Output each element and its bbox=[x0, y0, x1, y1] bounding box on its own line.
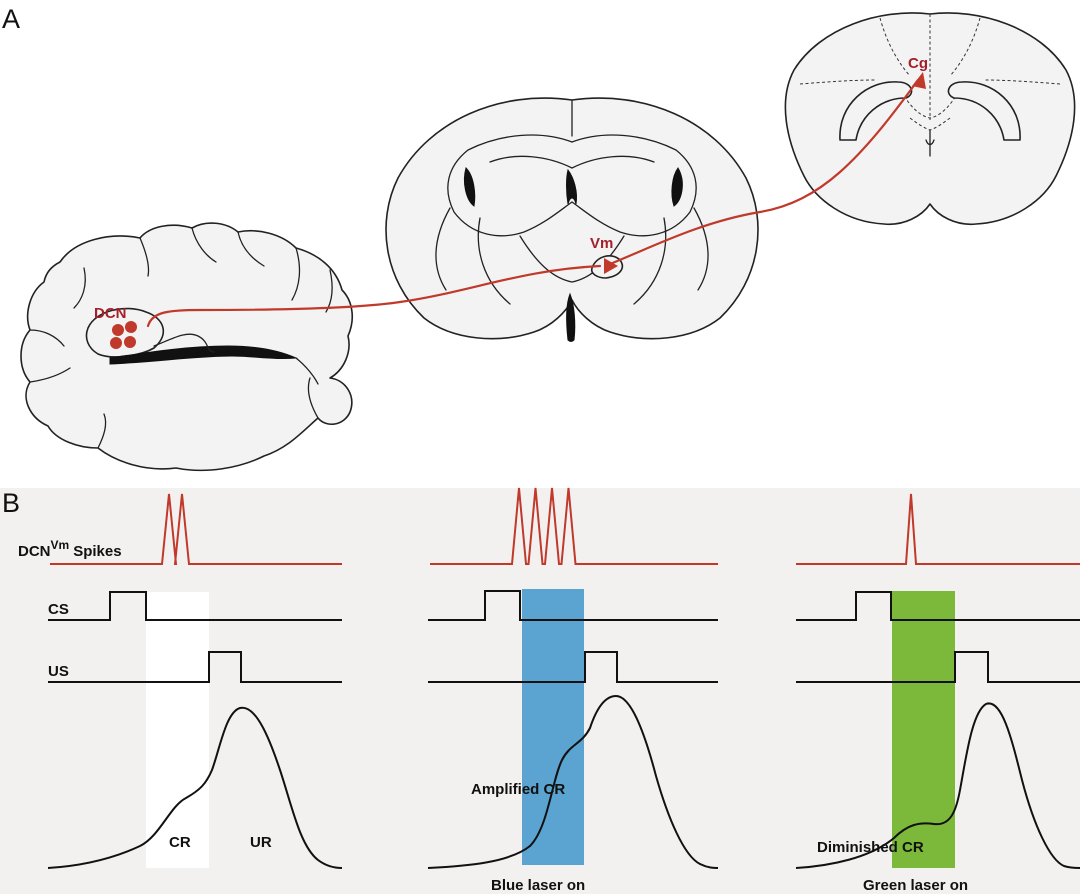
cs-trace bbox=[48, 591, 342, 621]
vm-arrowhead bbox=[604, 258, 618, 274]
diminished-cr-label: Diminished CR bbox=[817, 839, 924, 856]
us-trace bbox=[796, 651, 1080, 683]
amplified-cr-label: Amplified CR bbox=[471, 781, 565, 798]
spikes-label-main: DCN bbox=[18, 543, 51, 560]
cg-arrowhead bbox=[912, 72, 926, 89]
cg-label: Cg bbox=[908, 55, 928, 72]
dcn-label: DCN bbox=[94, 305, 127, 322]
cs-trace bbox=[428, 590, 718, 621]
spikes-label-suffix: Spikes bbox=[73, 543, 121, 560]
cs-label: CS bbox=[48, 601, 69, 618]
blue-laser-window bbox=[522, 589, 584, 865]
dcn-cell bbox=[112, 324, 124, 336]
dcn-cells bbox=[110, 321, 137, 349]
eyelid-response-trace bbox=[47, 706, 343, 869]
condition-1: CR UR bbox=[47, 493, 343, 869]
condition-2: Amplified CR Blue laser on bbox=[427, 487, 719, 894]
cs-trace bbox=[796, 591, 1080, 621]
spikes-label-superscript: Vm bbox=[51, 538, 70, 552]
panel-a-letter: A bbox=[2, 4, 20, 34]
green-laser-window bbox=[892, 591, 955, 868]
panel-b-letter: B bbox=[2, 488, 20, 518]
dcn-cell bbox=[110, 337, 122, 349]
dcn-cell bbox=[125, 321, 137, 333]
condition-3: Diminished CR Green laser on bbox=[795, 493, 1080, 894]
spike-train bbox=[50, 493, 342, 565]
panel-a: A bbox=[2, 4, 1076, 472]
frontal-section bbox=[784, 12, 1076, 226]
vm-to-cg-projection bbox=[608, 78, 920, 266]
spike-train bbox=[796, 493, 1080, 565]
spike-train bbox=[430, 487, 718, 565]
cr-label: CR bbox=[169, 834, 191, 851]
cr-window bbox=[146, 592, 209, 868]
projection-pathway bbox=[110, 72, 926, 349]
dcn-to-vm-projection bbox=[146, 264, 602, 328]
dcn-cell bbox=[124, 336, 136, 348]
eyelid-response-trace bbox=[427, 694, 719, 869]
us-label: US bbox=[48, 663, 69, 680]
thalamus-section bbox=[385, 97, 759, 342]
us-trace bbox=[48, 651, 342, 683]
blue-laser-label: Blue laser on bbox=[491, 877, 585, 894]
ur-label: UR bbox=[250, 834, 272, 851]
cerebellum-section bbox=[20, 222, 354, 472]
green-laser-label: Green laser on bbox=[863, 877, 968, 894]
vm-label: Vm bbox=[590, 235, 613, 252]
us-trace bbox=[428, 651, 718, 683]
eyelid-response-trace bbox=[795, 702, 1080, 869]
